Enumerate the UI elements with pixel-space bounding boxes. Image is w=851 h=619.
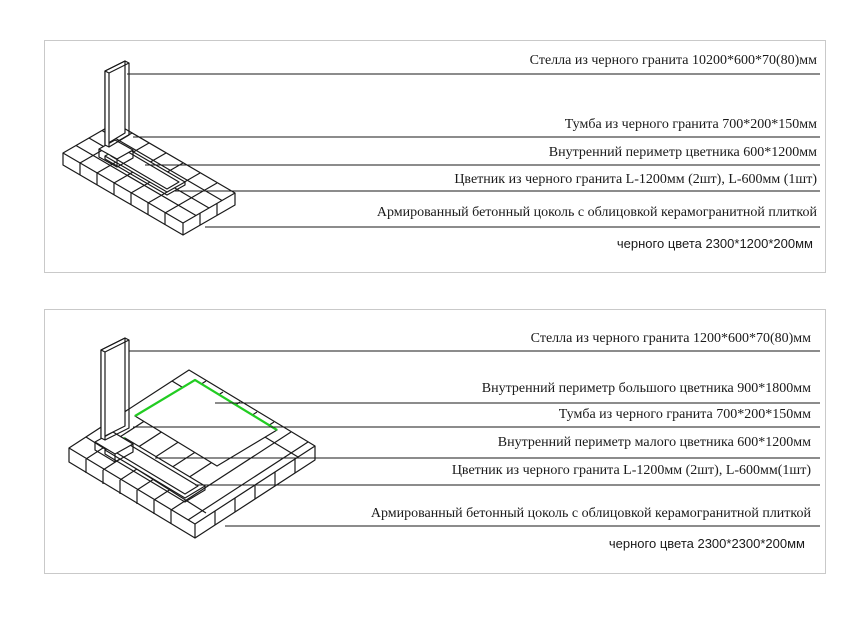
label-plinth-dimensions: черного цвета 2300*1200*200мм: [616, 236, 813, 251]
diagram-panel-1: Стелла из черного гранита 10200*600*70(8…: [44, 40, 826, 273]
label-plinth-dimensions: черного цвета 2300*2300*200мм: [608, 536, 805, 551]
label-plinth: Армированный бетонный цоколь с облицовко…: [370, 506, 811, 521]
label-large-inner-perimeter: Внутренний периметр большого цветника 90…: [481, 381, 811, 396]
label-stele: Стелла из черного гранита 1200*600*70(80…: [530, 331, 811, 346]
label-inner-perimeter: Внутренний периметр цветника 600*1200мм: [548, 145, 817, 160]
label-pedestal: Тумба из черного гранита 700*200*150мм: [558, 407, 811, 422]
label-flower-bed: Цветник из черного гранита L-1200мм (2шт…: [451, 463, 811, 478]
large-inner-perimeter-2: [134, 378, 278, 431]
label-flower-bed: Цветник из черного гранита L-1200мм (2шт…: [454, 172, 817, 187]
diagram-panel-2: Стелла из черного гранита 1200*600*70(80…: [44, 309, 826, 574]
stele-1: [104, 60, 130, 148]
label-plinth: Армированный бетонный цоколь с облицовко…: [376, 205, 817, 220]
flower-bed-1: [104, 145, 186, 196]
label-small-inner-perimeter: Внутренний периметр малого цветника 600*…: [497, 435, 811, 450]
monument-drawing-1: [62, 60, 820, 236]
stele-2: [100, 337, 130, 441]
label-stele: Стелла из черного гранита 10200*600*70(8…: [529, 53, 817, 68]
label-pedestal: Тумба из черного гранита 700*200*150мм: [564, 117, 817, 132]
monument-drawing-2: [68, 337, 820, 539]
